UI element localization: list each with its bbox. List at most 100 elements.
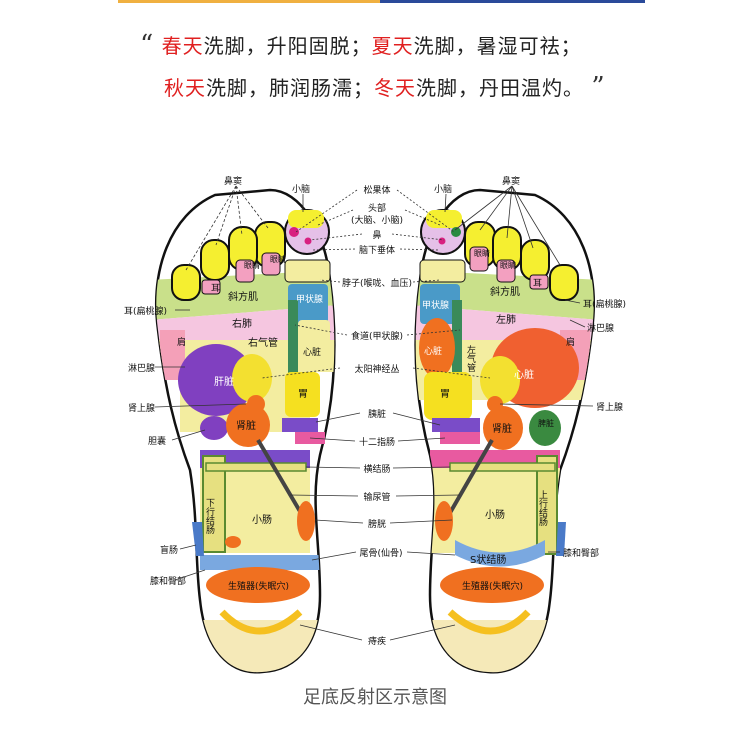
- right-nose-dot: [438, 237, 446, 245]
- right-thyroid-label: 甲状腺: [422, 299, 449, 311]
- right-ascending-colon-label: 上行结肠: [537, 490, 548, 527]
- right-esophagus-zone: [452, 300, 462, 410]
- left-pineal-dot: [289, 227, 299, 237]
- left-esophagus-zone: [288, 300, 298, 410]
- left-liver: [178, 344, 254, 416]
- right-thyroid-zone: [420, 284, 460, 324]
- right-eye-label-2: 眼睛: [500, 260, 516, 270]
- label-bladder: 膀胱: [368, 518, 386, 530]
- top-accent-bar-right: [380, 0, 645, 3]
- left-lung-label: 右肺: [232, 317, 252, 330]
- left-bronchus-label: 右气管: [248, 336, 278, 349]
- left-adrenal-label: 肾上腺: [128, 402, 155, 414]
- close-quote: ”: [591, 72, 606, 102]
- left-big-toe-tip: [288, 210, 324, 228]
- label-transverse-colon: 横结肠: [363, 463, 390, 475]
- right-ear-zone: [529, 274, 549, 290]
- left-small-intestine-label: 小肠: [252, 514, 272, 526]
- label-head: 头部: [368, 202, 386, 214]
- leader-lines: [154, 185, 594, 641]
- poem-text: 洗脚，丹田温灼。: [416, 76, 584, 100]
- right-toe-4: [520, 239, 550, 281]
- right-solar-plexus: [480, 356, 520, 404]
- right-big-toe-tip: [426, 210, 462, 228]
- right-knee-hip-marker: [556, 522, 566, 556]
- top-accent-bar-left: [118, 0, 380, 3]
- left-lymph-label: 淋巴腺: [128, 362, 155, 374]
- left-gallbladder-label: 胆囊: [148, 435, 166, 447]
- poem-season: 秋天: [164, 76, 206, 100]
- label-solar-plexus: 太阳神经丛: [354, 363, 399, 375]
- left-solar-plexus: [232, 354, 272, 402]
- right-s-colon-label: S状结肠: [470, 553, 506, 566]
- right-bladder: [435, 501, 453, 541]
- left-ear-label: 耳: [211, 283, 220, 294]
- left-foot: 耳 眼睛 眼睛 斜方肌 右肺 右气管 肝脏 肾脏 甲状腺 心脏 胃 小肠 下行结…: [155, 188, 336, 674]
- left-heart-zone: [298, 320, 330, 372]
- label-coccyx: 尾骨(仙骨): [359, 547, 402, 559]
- right-toe-5: [549, 264, 579, 301]
- right-nose-sinus-label: 鼻窦: [502, 175, 520, 187]
- label-brain: (大脑、小脑): [351, 214, 403, 226]
- left-descending-colon-text: 下行结肠: [204, 498, 215, 535]
- left-transverse-colon: [205, 462, 307, 472]
- left-stomach-label: 胃: [298, 388, 308, 400]
- right-duodenum: [440, 432, 480, 444]
- center-labels: 松果体 头部 (大脑、小脑) 鼻 脑下垂体 脖子(喉咙、血压) 食道(甲状腺) …: [342, 184, 412, 647]
- left-ear-zone: [201, 279, 221, 295]
- left-genital-zone: [206, 567, 310, 603]
- left-genital-label: 生殖器(失眠穴): [228, 580, 289, 592]
- right-lymph-label: 淋巴腺: [587, 322, 614, 334]
- left-toe-4: [200, 239, 230, 281]
- left-liver-label: 肝脏: [214, 375, 234, 388]
- poem-line-2: 秋天洗脚，肺润肠濡；冬天洗脚，丹田温灼。 ”: [0, 72, 750, 102]
- left-caecum-marker: [192, 522, 204, 556]
- right-shoulder-label: 肩: [566, 336, 575, 348]
- right-cerebellum-label: 小脑: [434, 183, 452, 195]
- poem-line-1: “ 春天洗脚，升阳固脱；夏天洗脚，暑湿可祛；: [0, 30, 750, 60]
- right-heart-label: 心脏: [514, 368, 534, 381]
- left-caecum-label: 盲肠: [160, 544, 178, 556]
- diagram-caption: 足底反射区示意图: [303, 687, 447, 708]
- right-ear-label: 耳: [533, 278, 542, 289]
- left-thyroid-label: 甲状腺: [296, 293, 323, 305]
- right-s-colon-zone: [455, 540, 545, 567]
- left-eye-label-2: 眼睛: [270, 254, 286, 264]
- left-shoulder-label: 肩: [177, 336, 186, 348]
- left-kidney-label: 肾脏: [236, 419, 256, 432]
- left-outer-labels: 鼻窦 小脑 耳(扁桃腺) 肩 淋巴腺 肾上腺 胆囊 盲肠 膝和臀部: [124, 175, 310, 587]
- right-trapezius-label: 斜方肌: [490, 285, 520, 298]
- label-pituitary: 脑下垂体: [359, 244, 395, 256]
- left-descending-colon: [202, 455, 226, 553]
- label-esophagus: 食道(甲状腺): [351, 330, 403, 342]
- right-small-intestine-label: 小肠: [485, 509, 505, 521]
- right-kidney-label: 肾脏: [492, 422, 512, 435]
- right-transverse-colon: [449, 462, 556, 472]
- left-stomach: [285, 372, 320, 417]
- right-hemorrhoid-zone: [447, 609, 531, 635]
- label-duodenum: 十二指肠: [359, 436, 395, 448]
- poem-text: 洗脚，暑湿可祛；: [413, 34, 582, 58]
- right-eye-zone-2: [496, 259, 516, 283]
- left-adrenal: [247, 395, 265, 413]
- label-neck: 脖子(喉咙、血压): [342, 277, 412, 289]
- right-stomach-label: 胃: [440, 388, 450, 400]
- right-adrenal-label: 肾上腺: [596, 401, 623, 413]
- right-eye-zone-1: [469, 246, 489, 272]
- left-bladder: [297, 501, 315, 541]
- right-adrenal: [487, 396, 503, 412]
- left-toe-5: [171, 264, 201, 301]
- left-hemorrhoid-zone: [219, 609, 303, 635]
- right-pancreas: [432, 418, 480, 432]
- left-trapezius-label: 斜方肌: [228, 290, 258, 303]
- left-pancreas: [282, 418, 318, 432]
- left-knee-hip-label: 膝和臀部: [150, 575, 186, 587]
- poem-season: 春天: [161, 34, 204, 58]
- left-coccyx-zone: [200, 555, 320, 570]
- right-pineal-dot: [451, 227, 461, 237]
- right-bronchus-label: 左气管: [465, 344, 476, 372]
- right-stomach: [424, 372, 472, 420]
- left-eye-label-1: 眼睛: [244, 260, 260, 270]
- label-hemorrhoids: 痔疾: [368, 635, 386, 647]
